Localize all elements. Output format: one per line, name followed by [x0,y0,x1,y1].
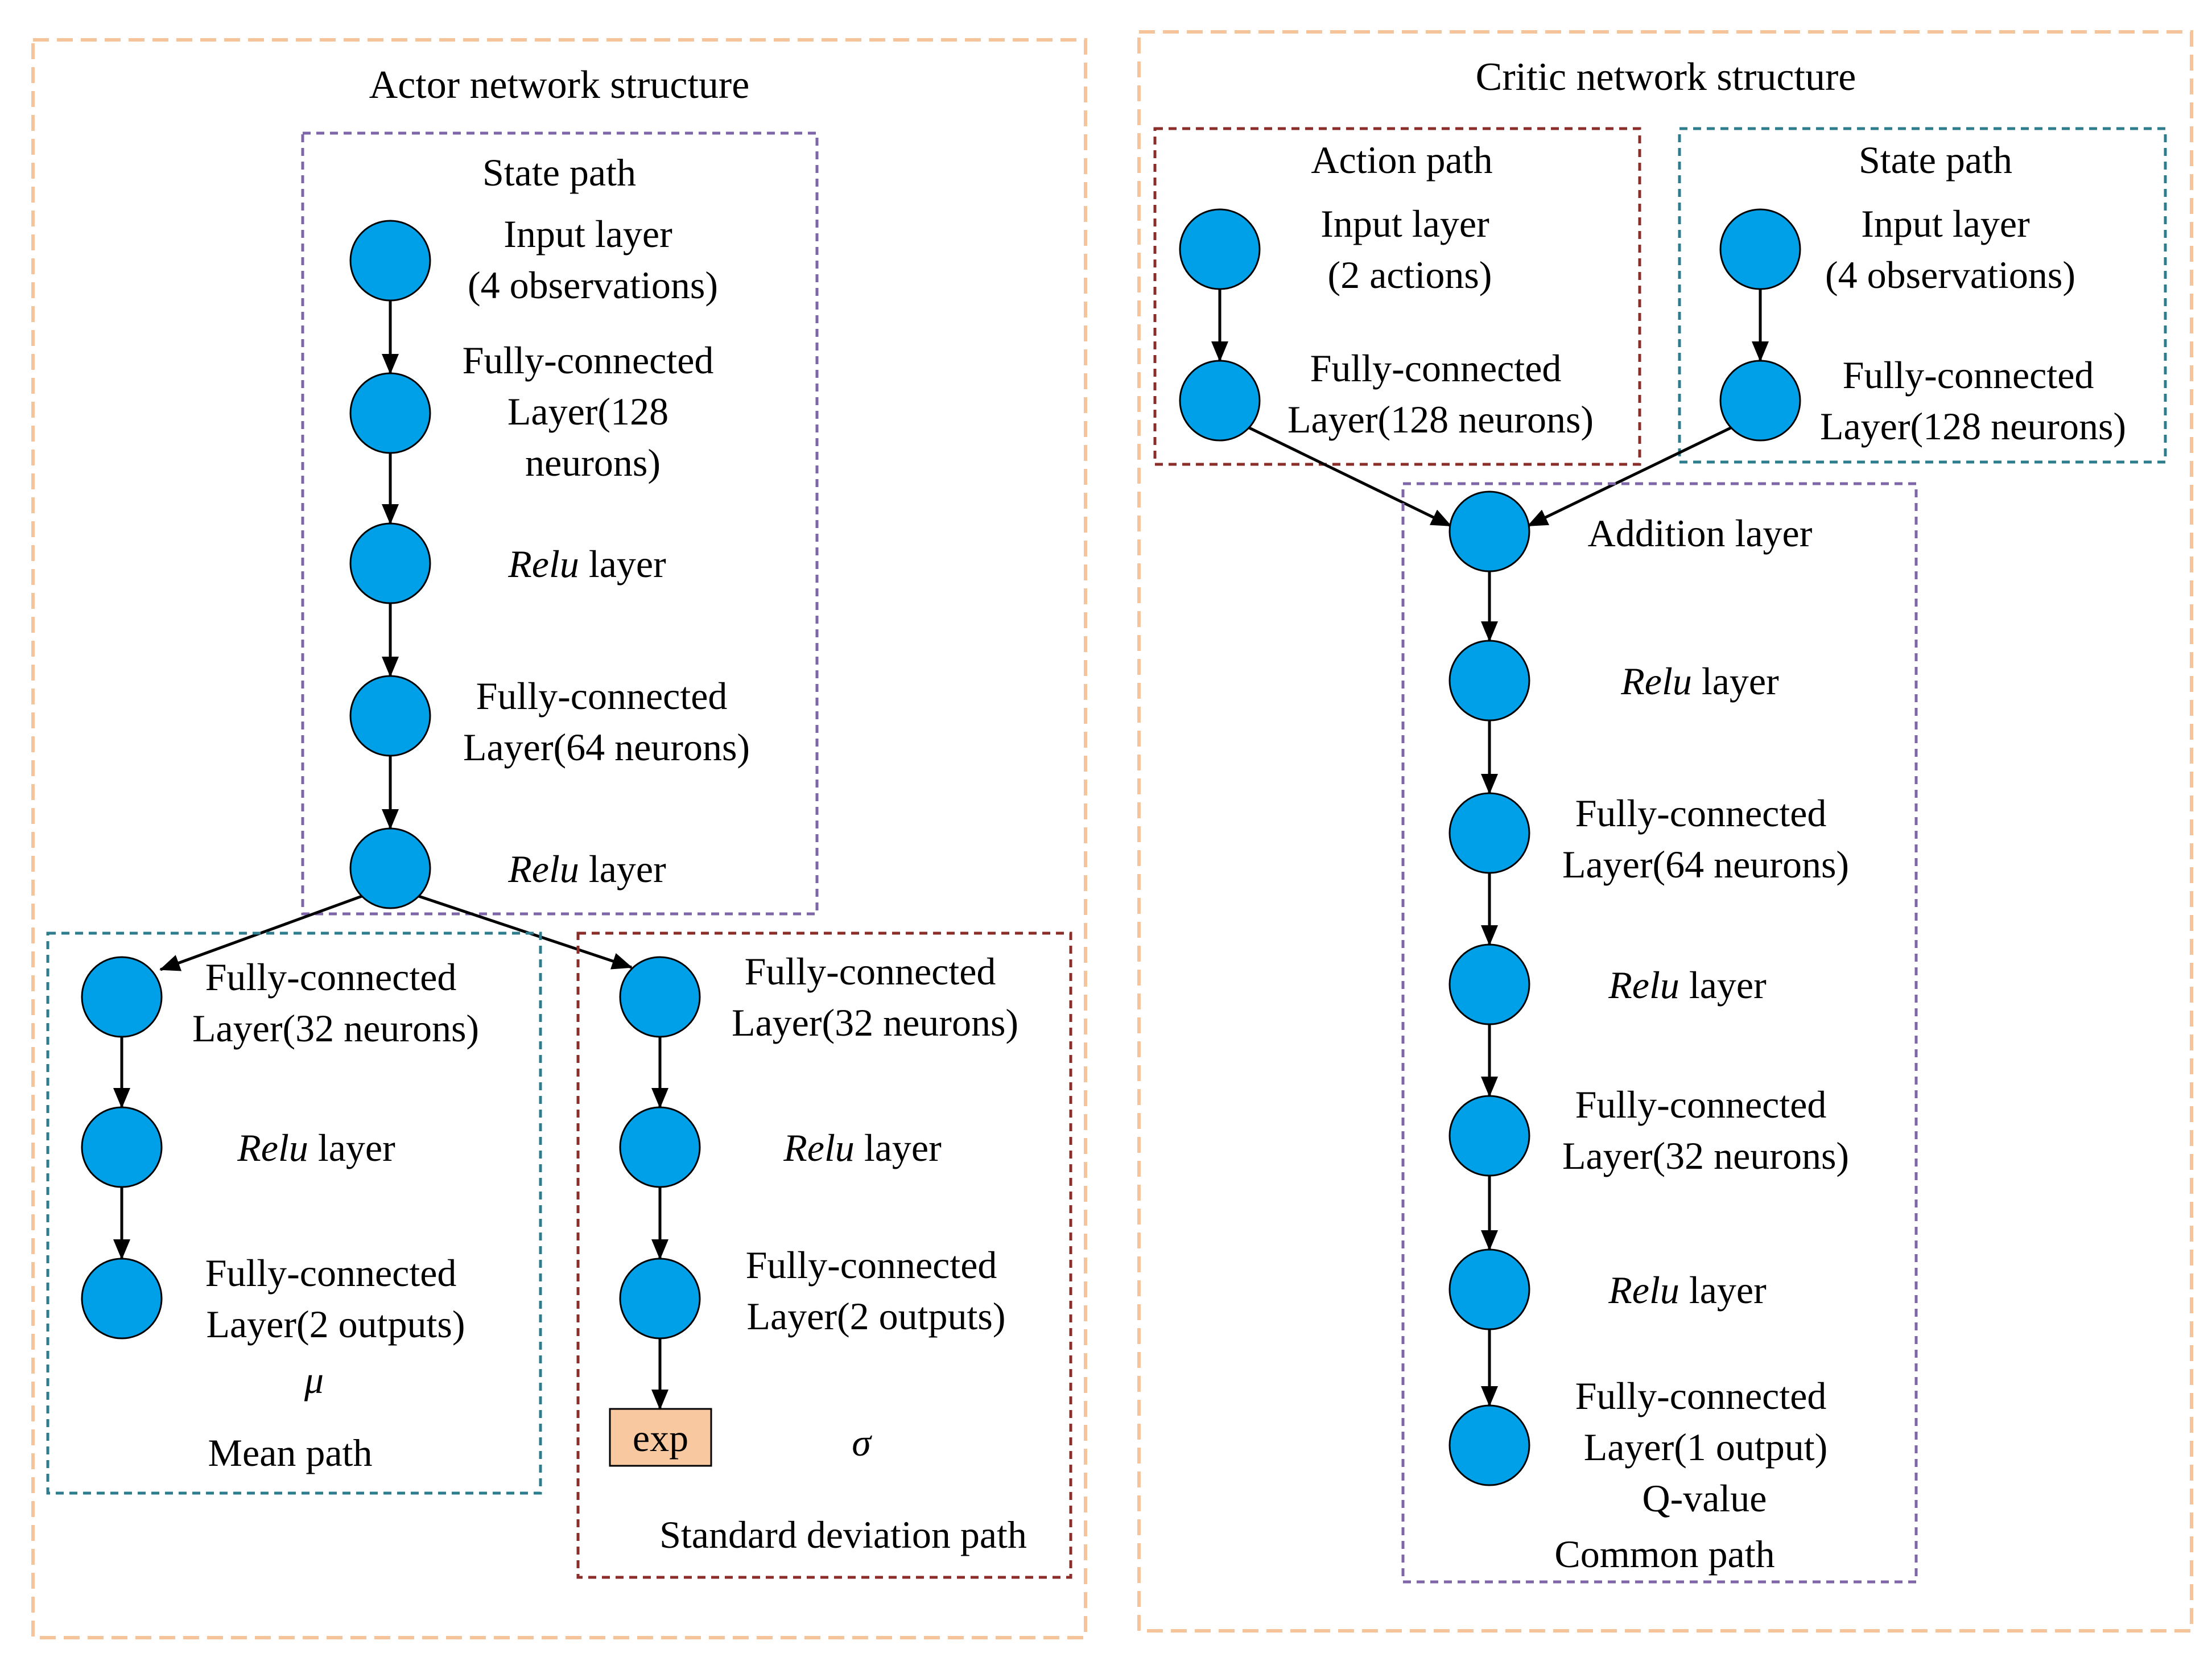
mean-fc32-node [81,956,163,1038]
common-fc1-label: Fully-connected Layer(1 output) [1575,1374,1837,1469]
actor-panel [31,38,1087,1639]
addition-node [1448,490,1530,572]
actor-fc64-node [349,675,431,757]
common-relu1-node [1448,640,1530,722]
mean-relu-label: Relu layer [237,1126,395,1169]
std-sigma-symbol: σ [852,1421,872,1464]
std-path-title: Standard deviation path [659,1513,1027,1556]
mean-mu-symbol: μ [304,1358,324,1402]
common-relu2-label: Relu layer [1608,963,1767,1007]
critic-state-input-node [1719,208,1801,290]
action-path-title: Action path [1311,138,1492,182]
critic-title: Critic network structure [1476,55,1856,99]
actor-fc128-label: Fully-connected Layer(128 neurons) [463,339,724,484]
mean-fc2-node [81,1258,163,1339]
std-path-box [576,931,1072,1579]
addition-label: Addition layer [1588,512,1813,555]
actor-fc128-node [349,372,431,454]
q-value-label: Q-value [1642,1477,1767,1520]
action-fc128-node [1179,360,1261,442]
actor-state-path-box [301,131,819,916]
mean-path-title: Mean path [208,1431,373,1474]
std-relu-label: Relu layer [783,1126,942,1169]
actor-input-node [349,220,431,302]
mean-fc2-label: Fully-connected Layer(2 outputs) [205,1251,467,1346]
actor-relu1-node [349,522,431,604]
std-fc32-node [619,956,701,1038]
common-fc64-label: Fully-connected Layer(64 neurons) [1562,792,1849,886]
common-fc32-node [1448,1095,1530,1177]
std-fc32-label: Fully-connected Layer(32 neurons) [732,950,1018,1044]
action-input-label: Input layer (2 actions) [1320,202,1499,296]
actor-relu2-label: Relu layer [507,847,666,891]
actor-relu2-node [349,827,431,909]
common-relu3-node [1448,1248,1530,1330]
action-fc128-label: Fully-connected Layer(128 neurons) [1287,347,1594,441]
action-to-addition-edge [1248,426,1452,527]
critic-state-path-title: State path [1859,138,2012,182]
std-relu-node [619,1106,701,1188]
std-fc2-node [619,1258,701,1339]
actor-input-label: Input layer (4 observations) [468,212,718,307]
state-to-addition-edge [1527,426,1732,527]
actor-fc64-label: Fully-connected Layer(64 neurons) [463,674,750,769]
common-fc64-node [1448,792,1530,874]
mean-relu-node [81,1106,163,1188]
common-relu2-node [1448,943,1530,1025]
critic-state-input-label: Input layer (4 observations) [1825,202,2075,296]
actor-branch-std-edge [418,895,633,970]
critic-panel [1137,30,2193,1633]
common-fc32-label: Fully-connected Layer(32 neurons) [1562,1083,1849,1177]
actor-relu1-label: Relu layer [507,542,666,586]
mean-path-box [46,931,542,1495]
actor-title: Actor network structure [369,63,750,107]
std-fc2-label: Fully-connected Layer(2 outputs) [746,1243,1007,1338]
action-input-node [1179,208,1261,290]
common-fc1-node [1448,1404,1530,1486]
actor-branch-mean-edge [159,895,362,971]
critic-state-fc128-node [1719,360,1801,442]
actor-state-path-title: State path [482,151,636,194]
common-path-title: Common path [1554,1532,1774,1576]
common-relu3-label: Relu layer [1608,1268,1767,1312]
mean-fc32-label: Fully-connected Layer(32 neurons) [192,955,479,1050]
exp-box [609,1408,712,1467]
exp-label: exp [633,1416,688,1460]
common-relu1-label: Relu layer [1620,659,1779,703]
critic-state-fc128-label: Fully-connected Layer(128 neurons) [1820,353,2126,448]
